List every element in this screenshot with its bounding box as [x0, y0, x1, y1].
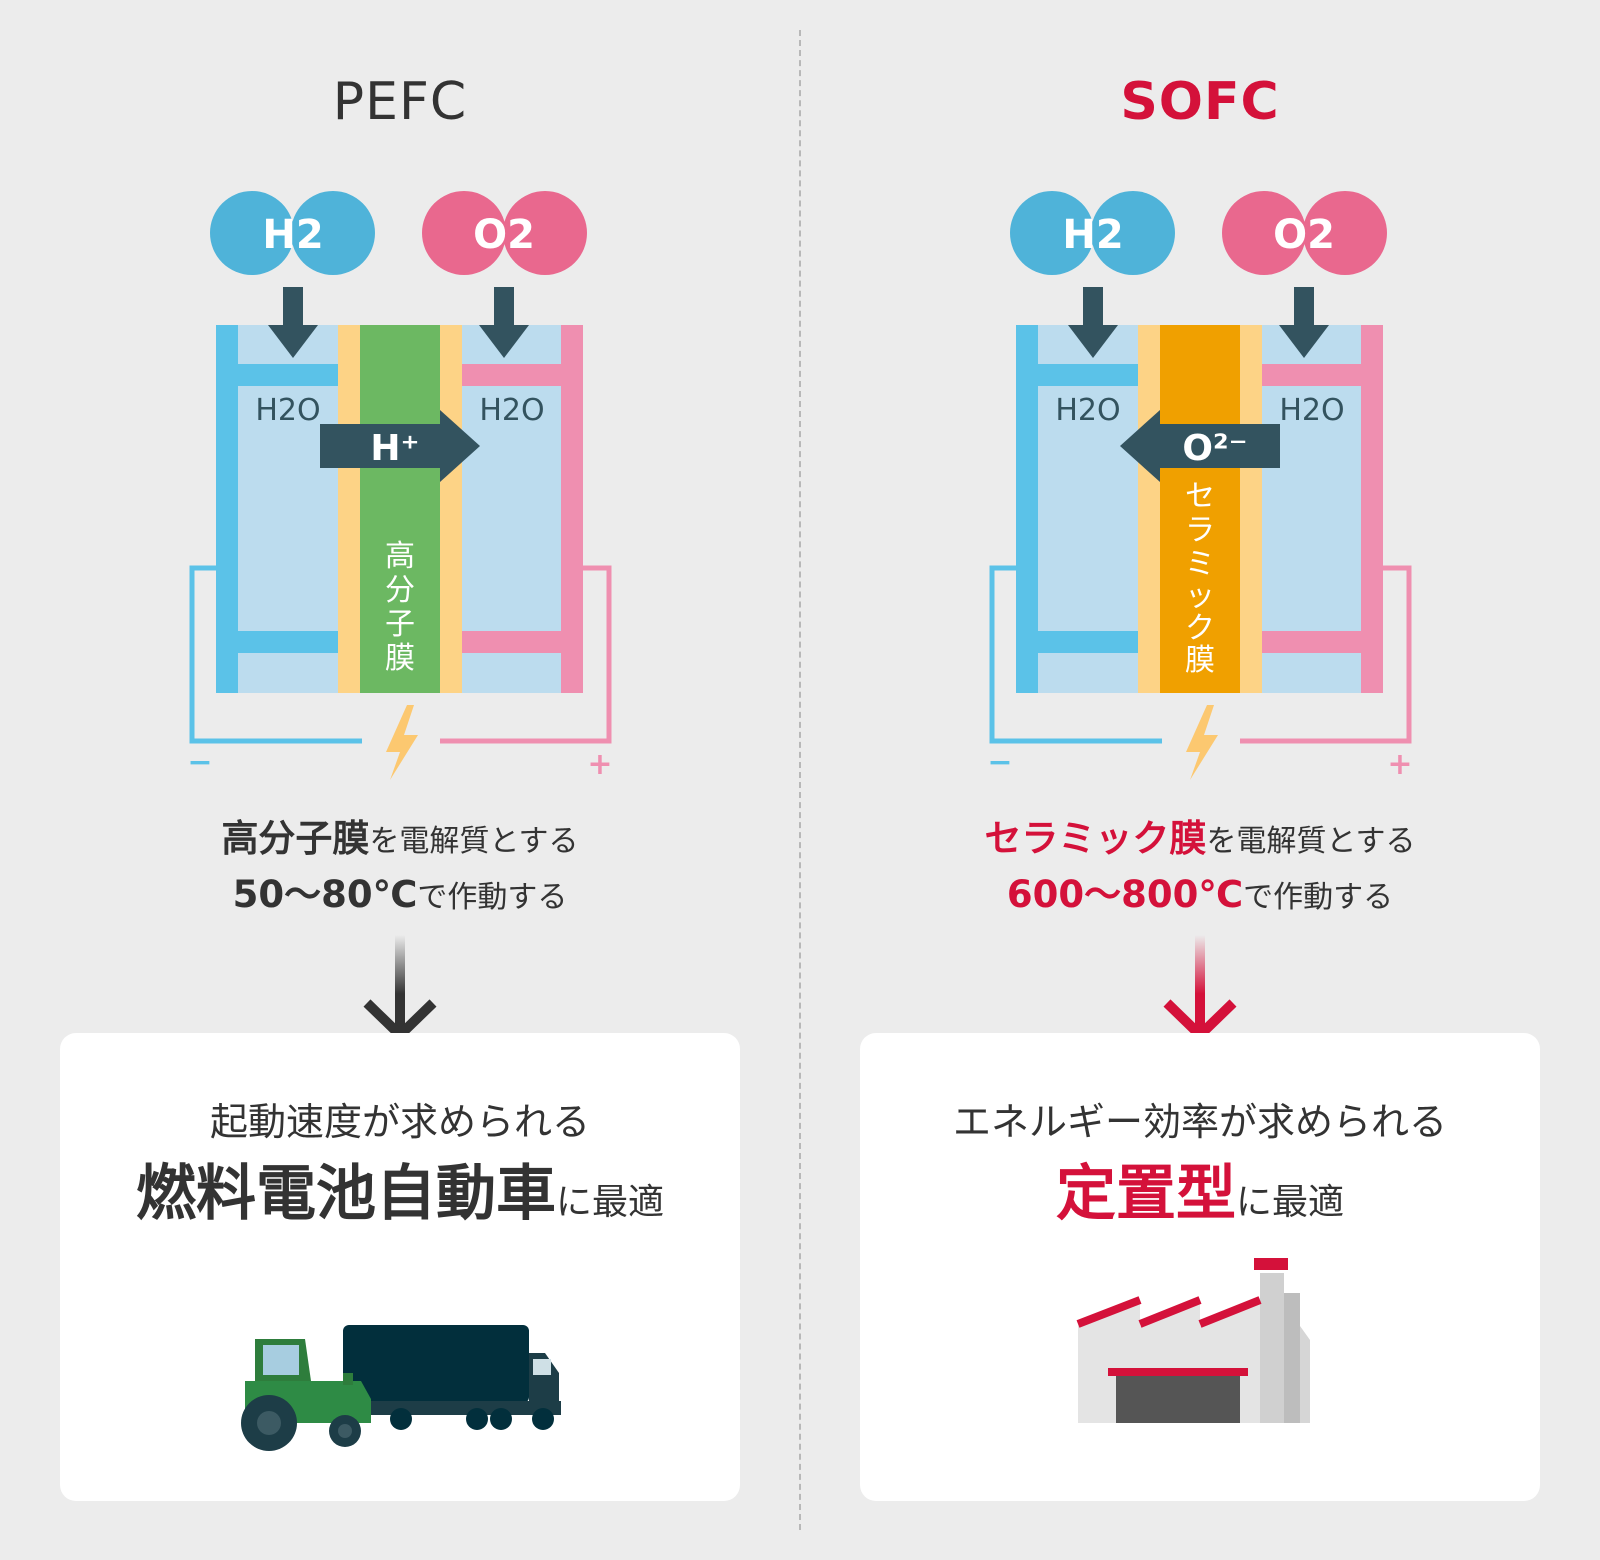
tractor-icon	[241, 1339, 371, 1451]
circuit-wire-positive	[1240, 565, 1412, 744]
circuit-wire-positive	[440, 565, 612, 744]
circuit-wire-negative	[989, 565, 1162, 744]
minus-terminal: −	[187, 745, 212, 780]
sofc-title: SOFC	[1120, 72, 1280, 132]
h2-molecule: H2	[210, 191, 375, 275]
water-right-label: H2O	[479, 393, 544, 428]
svg-text:膜: 膜	[385, 641, 415, 676]
plus-terminal: +	[587, 747, 612, 782]
anode-electrode	[1016, 325, 1038, 693]
proton-arrow-icon: H⁺	[320, 410, 480, 482]
pefc-card-subtitle: 起動速度が求められる	[209, 1100, 590, 1144]
h2-molecule: H2	[1010, 191, 1175, 275]
svg-text:膜: 膜	[1185, 643, 1215, 678]
ion-label: H⁺	[370, 428, 419, 469]
sofc-application-card: エネルギー効率が求められる 定置型に最適	[860, 1033, 1540, 1501]
svg-text:セ: セ	[1185, 479, 1215, 514]
water-left-label: H2O	[1055, 393, 1120, 428]
pefc-panel: PEFC H2 O2	[60, 72, 740, 1501]
h2-inlet-arrow-icon	[268, 287, 318, 358]
oxide-ion-arrow-icon: O²⁻	[1120, 410, 1280, 482]
o2-inlet-arrow-icon	[479, 287, 529, 358]
h2-inlet-arrow-icon	[1068, 287, 1118, 358]
cathode-electrode	[1361, 325, 1383, 693]
factory-illustration	[1076, 1258, 1310, 1423]
pefc-application-card: 起動速度が求められる 燃料電池自動車に最適	[60, 1033, 740, 1501]
o2-label: O2	[1273, 212, 1335, 258]
down-arrow-icon	[1163, 935, 1237, 1042]
water-right-label: H2O	[1279, 393, 1344, 428]
down-arrow-icon	[363, 935, 437, 1042]
svg-text:ミ: ミ	[1185, 547, 1215, 582]
lightning-bolt-icon	[1186, 705, 1218, 780]
center-divider	[799, 30, 801, 1530]
vehicles-illustration	[241, 1325, 561, 1451]
svg-text:高: 高	[385, 539, 415, 574]
o2-label: O2	[473, 212, 535, 258]
catalyst-layer-left	[338, 325, 360, 693]
svg-text:ラ: ラ	[1185, 513, 1215, 548]
membrane-vertical-label: セ ラ ミ ッ ク 膜	[1185, 479, 1215, 678]
svg-text:分: 分	[385, 573, 415, 608]
catalyst-layer-right	[1240, 325, 1262, 693]
h2-label: H2	[1062, 212, 1123, 258]
svg-text:ク: ク	[1185, 611, 1215, 646]
sofc-card-subtitle: エネルギー効率が求められる	[952, 1100, 1447, 1144]
truck-icon	[343, 1325, 561, 1430]
pefc-electrolyte-desc: 高分子膜を電解質とする	[221, 817, 579, 860]
water-left-label: H2O	[255, 393, 320, 428]
sofc-electrolyte-desc: セラミック膜を電解質とする	[984, 817, 1416, 860]
o2-molecule: O2	[1222, 191, 1387, 275]
circuit-wire-negative	[189, 565, 362, 744]
ceramic-membrane	[1160, 325, 1240, 693]
pefc-card-headline: 燃料電池自動車に最適	[135, 1159, 664, 1229]
sofc-panel: SOFC H2 O2 H2O H2O	[800, 0, 1600, 1560]
sofc-temperature-desc: 600〜800℃で作動する	[1006, 873, 1394, 916]
svg-text:子: 子	[385, 607, 415, 642]
pefc-cell-diagram: H2 O2 H2O H2O H⁺	[187, 191, 613, 782]
catalyst-layer-left	[1138, 325, 1160, 693]
o2-inlet-arrow-icon	[1279, 287, 1329, 358]
plus-terminal: +	[1387, 747, 1412, 782]
minus-terminal: −	[987, 745, 1012, 780]
o2-molecule: O2	[422, 191, 587, 275]
pefc-title: PEFC	[332, 72, 468, 132]
pefc-temperature-desc: 50〜80℃で作動する	[232, 873, 568, 916]
svg-text:ッ: ッ	[1185, 579, 1215, 614]
polymer-membrane	[360, 325, 440, 693]
cathode-electrode	[561, 325, 583, 693]
sofc-cell-diagram: H2 O2 H2O H2O O²⁻	[987, 191, 1413, 782]
sofc-card-headline: 定置型に最適	[1055, 1159, 1344, 1229]
membrane-vertical-label: 高 分 子 膜	[385, 539, 415, 676]
catalyst-layer-right	[440, 325, 462, 693]
h2-label: H2	[262, 212, 323, 258]
anode-electrode	[216, 325, 238, 693]
ion-label: O²⁻	[1182, 428, 1247, 469]
lightning-bolt-icon	[386, 705, 418, 780]
